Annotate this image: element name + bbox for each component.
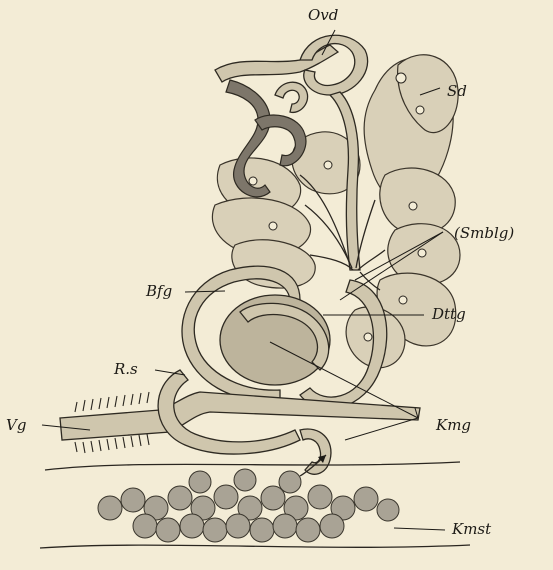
- label-kmst: Kmst: [451, 520, 492, 538]
- label-bfg: Bfg: [145, 282, 172, 300]
- label-dttg: Dttg: [431, 305, 466, 323]
- label-kmg: Kmg: [435, 416, 471, 434]
- label-vg: Vg: [6, 416, 26, 434]
- egg-mass: [40, 462, 470, 548]
- label-sd: Sd: [447, 82, 467, 100]
- label-ovd: Ovd: [308, 6, 338, 24]
- label-rs: R.s: [113, 360, 138, 378]
- label-smblg: (Smblg): [454, 224, 514, 242]
